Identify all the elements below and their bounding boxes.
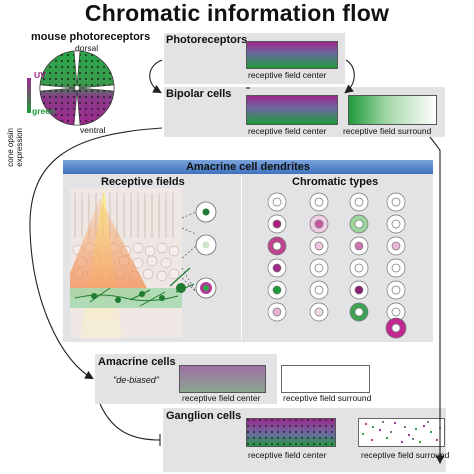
amacrine-note: "de-biased" [113, 375, 159, 385]
photoreceptors-center-box [246, 41, 338, 69]
chromatic-type-col4 [385, 192, 407, 339]
amacrine-title: Amacrine cells [98, 356, 176, 368]
arrow-bipolar-to-ganglion [429, 136, 445, 465]
arrow-photo-to-bipolar-left [149, 59, 163, 94]
amacrine-center-label: receptive field center [182, 393, 261, 403]
bipolar-surround-label: receptive field surround [343, 126, 432, 136]
photoreceptors-title: Photoreceptors [166, 34, 248, 46]
dorsal-label: dorsal [75, 43, 99, 53]
retina-section-illustration [70, 188, 217, 338]
green-label: green [32, 106, 56, 116]
ganglion-center-label: receptive field center [248, 450, 327, 460]
retina-flatmount [39, 50, 115, 126]
amacrine-dendrites-banner [63, 160, 433, 174]
chromatic-type-col1 [267, 192, 287, 322]
amacrine-dendrites-title: Amacrine cell dendrites [185, 161, 311, 173]
receptive-fields-title: Receptive fields [101, 176, 185, 188]
uv-label: UV [34, 70, 46, 80]
photoreceptor-map-title: mouse photoreceptors [31, 31, 151, 43]
bipolar-center-box [246, 95, 338, 125]
ganglion-center-box [246, 418, 336, 447]
photoreceptors-center-label: receptive field center [248, 70, 327, 80]
bipolar-surround-box [348, 95, 437, 125]
arrow-photo-to-bipolar-right [344, 59, 355, 94]
opsin-color-bar [27, 78, 31, 113]
arrow-bipolar-to-amacrine [29, 127, 163, 380]
inhibition-amacrine-to-ganglion [99, 403, 161, 441]
chromatic-types-title: Chromatic types [292, 176, 379, 188]
amacrine-surround-box [281, 365, 370, 393]
ganglion-surround-label: receptive field surround [361, 450, 450, 460]
ganglion-surround-box [358, 418, 445, 447]
ganglion-title: Ganglion cells [166, 410, 242, 422]
panel-divider [241, 176, 242, 340]
chromatic-types-grid [267, 192, 407, 339]
chromatic-type-col3 [349, 192, 369, 322]
ventral-label: ventral [80, 125, 106, 135]
chromatic-type-col2 [309, 192, 329, 322]
amacrine-surround-label: receptive field surround [283, 393, 372, 403]
bipolar-title: Bipolar cells [166, 88, 232, 100]
diagram-title: Chromatic information flow [84, 0, 390, 26]
bipolar-center-label: receptive field center [248, 126, 327, 136]
amacrine-center-box [179, 365, 266, 393]
